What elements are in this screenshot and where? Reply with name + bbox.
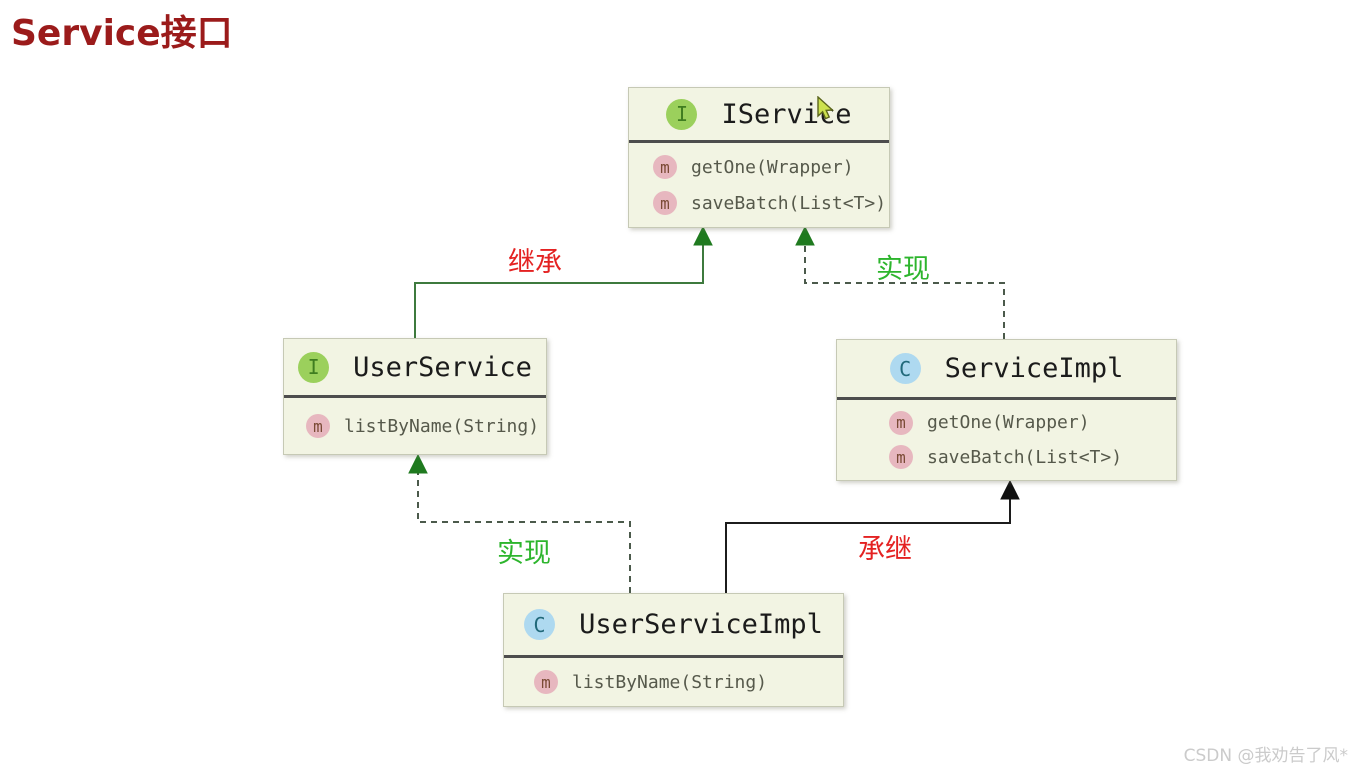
method-signature: listByName(String) (344, 415, 540, 437)
method-row[interactable]: m getOne(Wrapper) (889, 410, 1176, 435)
interface-icon: I (666, 98, 698, 130)
csdn-watermark: CSDN @我劝告了风* (1183, 746, 1348, 766)
edge-label-implements: 实现 (876, 254, 930, 285)
method-icon: m (534, 670, 558, 694)
method-signature: saveBatch(List<T>) (691, 192, 887, 214)
method-row[interactable]: m listByName(String) (534, 670, 843, 694)
node-method-list: m getOne(Wrapper) m saveBatch(List<T>) (629, 140, 889, 227)
edge-userservice-extends-iservice (414, 225, 713, 338)
class-node-iservice[interactable]: I IService m getOne(Wrapper) m saveBatch… (628, 87, 890, 228)
method-signature: listByName(String) (572, 671, 768, 693)
class-name: IService (721, 98, 852, 130)
class-name: UserService (353, 351, 532, 383)
method-signature: saveBatch(List<T>) (927, 446, 1123, 468)
method-signature: getOne(Wrapper) (691, 156, 854, 178)
class-icon: C (524, 609, 556, 640)
edge-userserviceimpl-implements-userservice (408, 453, 631, 593)
page-title: Service接口 (11, 13, 233, 54)
class-node-serviceimpl[interactable]: C ServiceImpl m getOne(Wrapper) m saveBa… (836, 339, 1177, 481)
node-header[interactable]: I IService (629, 88, 889, 140)
node-method-list: m listByName(String) (504, 655, 843, 706)
method-row[interactable]: m listByName(String) (306, 414, 546, 438)
method-icon: m (653, 155, 677, 179)
node-header[interactable]: C UserServiceImpl (504, 594, 843, 655)
class-icon: C (889, 353, 921, 384)
node-header[interactable]: C ServiceImpl (837, 340, 1176, 397)
edge-label-extends: 继承 (508, 247, 562, 278)
interface-icon: I (298, 351, 330, 383)
mouse-cursor-icon (817, 96, 835, 120)
method-row[interactable]: m getOne(Wrapper) (653, 155, 889, 179)
node-method-list: m listByName(String) (284, 395, 546, 454)
class-node-userserviceimpl[interactable]: C UserServiceImpl m listByName(String) (503, 593, 844, 707)
class-name: ServiceImpl (944, 353, 1124, 384)
node-method-list: m getOne(Wrapper) m saveBatch(List<T>) (837, 397, 1176, 480)
method-icon: m (889, 410, 913, 435)
class-node-userservice[interactable]: I UserService m listByName(String) (283, 338, 547, 455)
method-icon: m (889, 445, 913, 470)
node-header[interactable]: I UserService (284, 339, 546, 395)
method-signature: getOne(Wrapper) (927, 412, 1090, 434)
edge-label-implements: 实现 (497, 538, 551, 569)
method-icon: m (306, 414, 330, 438)
method-row[interactable]: m saveBatch(List<T>) (889, 445, 1176, 470)
method-icon: m (653, 191, 677, 215)
edge-label-extends: 承继 (858, 534, 912, 565)
method-row[interactable]: m saveBatch(List<T>) (653, 191, 889, 215)
class-name: UserServiceImpl (579, 609, 823, 640)
